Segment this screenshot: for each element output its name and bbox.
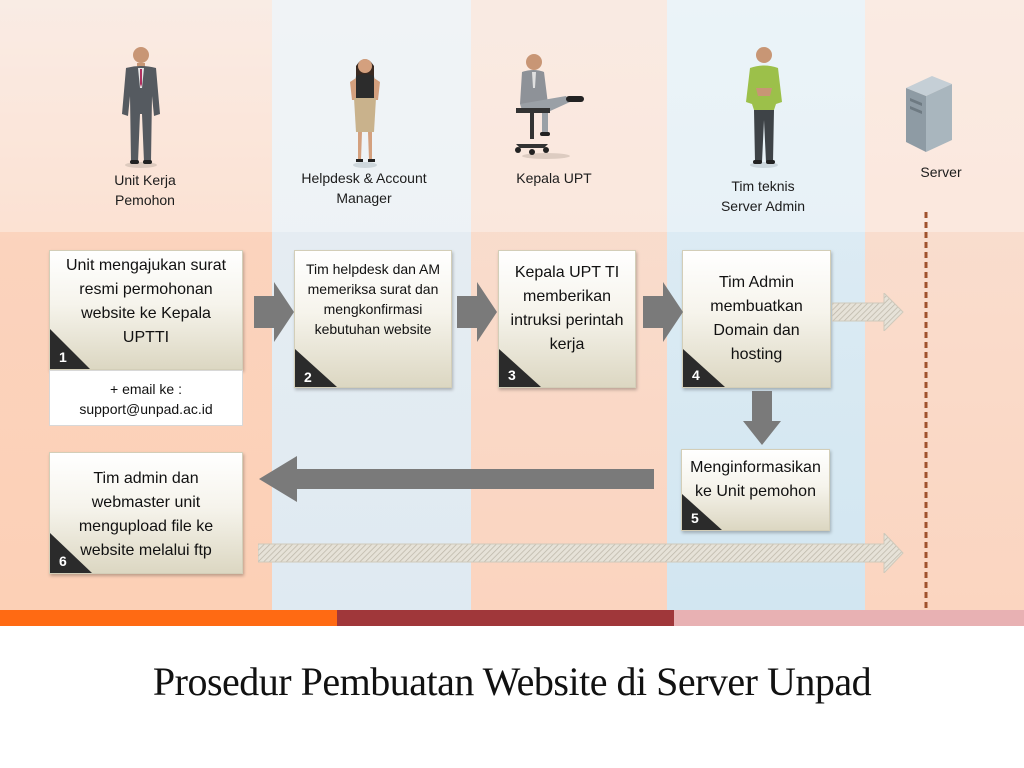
step-5-text: Menginformasikan ke Unit pemohon bbox=[690, 459, 821, 500]
arrow-step3-to-step4 bbox=[643, 282, 683, 342]
step-6-text: Tim admin dan webmaster unit mengupload … bbox=[78, 470, 214, 559]
step-2-box: Tim helpdesk dan AM memeriksa surat dan … bbox=[294, 250, 452, 388]
server-tower-icon bbox=[906, 76, 952, 152]
step-1-email-note: + email ke : support@unpad.ac.id bbox=[49, 370, 243, 426]
arrow-step1-to-step2 bbox=[254, 282, 294, 342]
footer-bar-orange bbox=[0, 610, 337, 626]
businessman-figure-icon bbox=[122, 47, 160, 168]
arrow-step2-to-step3 bbox=[457, 282, 497, 342]
actor-label-server: Server bbox=[920, 164, 962, 180]
actor-label-unit-kerja: Unit Kerja Pemohon bbox=[114, 172, 176, 208]
step-1-box: Unit mengajukan surat resmi permohonan w… bbox=[49, 250, 243, 370]
actor-label-server-admin: Tim teknis Server Admin bbox=[720, 178, 806, 214]
footer-bar-pink bbox=[674, 610, 1024, 626]
footer-bar-maroon bbox=[337, 610, 674, 626]
arrow-step4-to-step5 bbox=[743, 391, 781, 445]
step-4-text: Tim Admin membuatkan Domain dan hosting bbox=[710, 274, 803, 363]
step-1-text: Unit mengajukan surat resmi permohonan w… bbox=[65, 257, 227, 346]
actor-label-kepala-upt: Kepala UPT bbox=[516, 170, 592, 186]
seated-executive-figure-icon bbox=[515, 54, 584, 159]
arrow-step6-to-server bbox=[258, 533, 904, 573]
step-5-number: 5 bbox=[691, 510, 699, 526]
step-5-box: Menginformasikan ke Unit pemohon 5 bbox=[681, 449, 830, 531]
step-3-box: Kepala UPT TI memberikan intruksi perint… bbox=[498, 250, 636, 388]
step-6-number: 6 bbox=[59, 553, 67, 569]
businesswoman-figure-icon bbox=[350, 59, 380, 168]
arrow-step5-to-step6 bbox=[259, 456, 654, 502]
step-3-number: 3 bbox=[508, 367, 516, 383]
step-2-number: 2 bbox=[304, 369, 312, 385]
step-1-number: 1 bbox=[59, 349, 67, 365]
arrow-step4-to-server bbox=[832, 293, 904, 331]
step-2-text: Tim helpdesk dan AM memeriksa surat dan … bbox=[305, 261, 441, 337]
step-3-text: Kepala UPT TI memberikan intruksi perint… bbox=[510, 264, 624, 353]
page-title: Prosedur Pembuatan Website di Server Unp… bbox=[152, 659, 872, 704]
server-lifeline bbox=[924, 212, 928, 610]
step-6-box: Tim admin dan webmaster unit mengupload … bbox=[49, 452, 243, 574]
technician-figure-icon bbox=[746, 47, 782, 168]
step-4-box: Tim Admin membuatkan Domain dan hosting … bbox=[682, 250, 831, 388]
actor-label-helpdesk: Helpdesk & Account Manager bbox=[301, 170, 427, 206]
step-4-number: 4 bbox=[692, 367, 700, 383]
